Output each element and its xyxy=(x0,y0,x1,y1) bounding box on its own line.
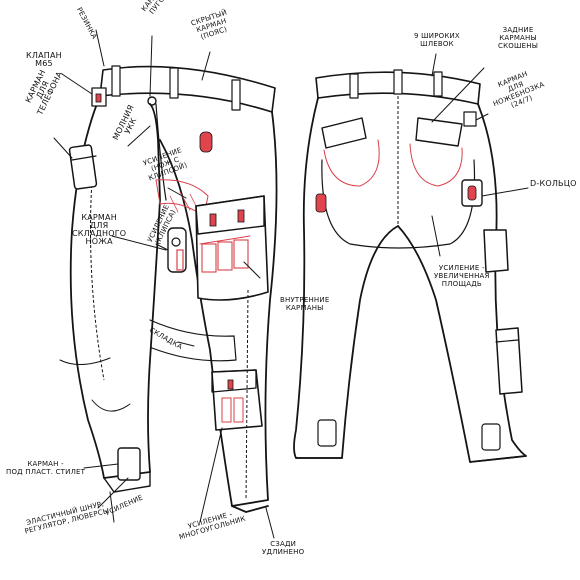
stiletto-pocket xyxy=(117,447,141,481)
front-view xyxy=(59,65,278,513)
front-belt-loops xyxy=(111,65,241,111)
label-belt-loops: 9 широких шлевок xyxy=(414,32,460,48)
inner-pockets xyxy=(199,235,251,273)
label-back-lengthened: сзади удлинено xyxy=(262,540,305,556)
front-right-leg xyxy=(159,111,278,507)
label-enlarged-reinforcement: усиление - увеличенная площадь xyxy=(434,264,490,288)
front-fly xyxy=(155,103,167,201)
back-belt-loops xyxy=(349,69,443,99)
label-flap-m65: клапан м65 xyxy=(26,51,62,68)
label-stiletto-pocket: карман - под пласт. стилет xyxy=(6,460,86,476)
folding-knife-pocket xyxy=(167,227,187,273)
front-hem-right xyxy=(231,505,269,513)
label-d-ring: d-кольцо xyxy=(530,179,577,188)
d-ring-pocket xyxy=(461,179,483,207)
phone-pocket xyxy=(68,144,98,190)
label-back-pockets: задние карманы скошены xyxy=(498,26,539,50)
lower-cargo-pocket xyxy=(211,369,263,431)
back-pockets-slanted xyxy=(321,117,463,187)
back-hem-right xyxy=(469,455,527,463)
back-lower-pocket xyxy=(495,327,523,395)
back-view xyxy=(293,69,527,463)
front-hem-cord xyxy=(103,471,151,493)
pleat-seam xyxy=(149,319,237,362)
leader-lines xyxy=(53,29,529,539)
label-folding-knife-pocket: карман для складного ножа xyxy=(72,213,127,246)
label-inner-pockets: внутренние карманы xyxy=(280,296,330,312)
back-right-leg xyxy=(397,103,527,463)
back-side-pocket xyxy=(483,229,509,273)
canadian-button xyxy=(147,96,157,106)
front-cargo-pocket xyxy=(195,195,269,301)
knife-pocket-24-7 xyxy=(463,111,477,127)
back-left-leg xyxy=(293,97,399,459)
seat-reinforcement xyxy=(321,159,476,249)
